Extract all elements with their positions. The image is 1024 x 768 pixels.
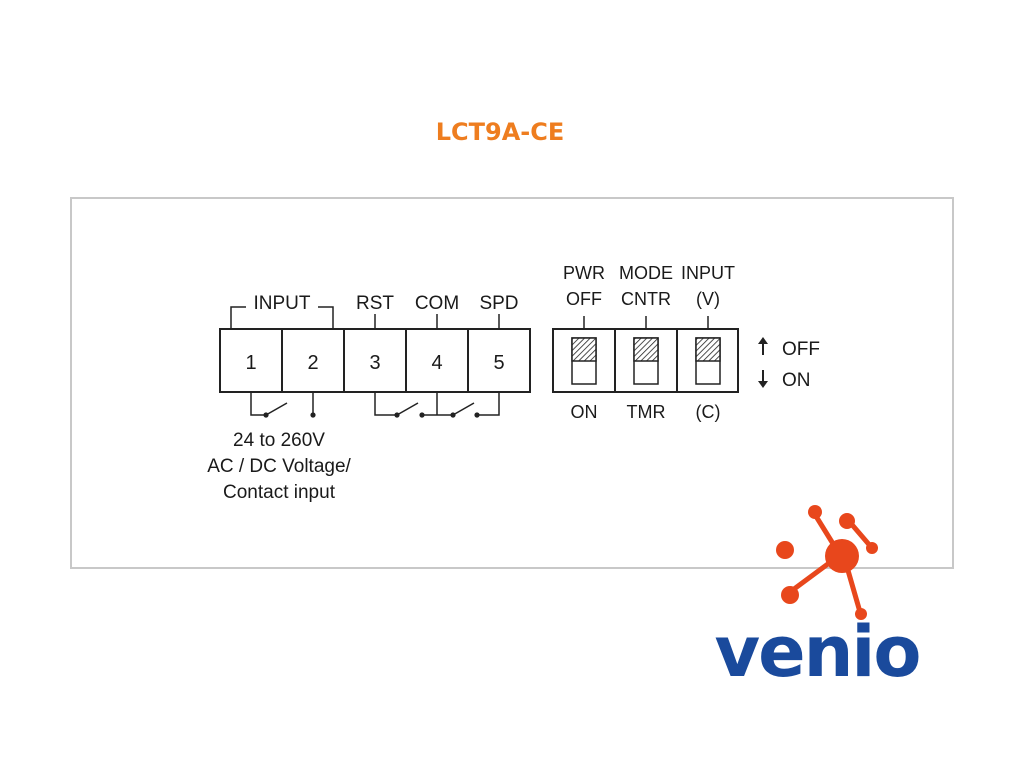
dip-3-top-label: INPUT — [681, 263, 735, 283]
dip-2-top-sub-label: CNTR — [621, 289, 671, 309]
arrow-up-icon — [758, 337, 768, 355]
dip-1-bottom-label: ON — [571, 402, 598, 422]
legend-off-label: OFF — [782, 339, 820, 360]
dip-1-top-sub-label: OFF — [566, 289, 602, 309]
terminal-number-4: 4 — [431, 352, 442, 374]
terminal-block: 1 2 3 4 5 INPUT RST COM SPD — [207, 293, 531, 503]
dip-switch-pwr — [571, 316, 597, 385]
arrow-down-icon — [758, 370, 768, 388]
spd-label: SPD — [479, 293, 518, 314]
terminal-number-1: 1 — [245, 352, 256, 374]
reset-speed-switches — [374, 392, 500, 418]
rst-label: RST — [356, 293, 394, 314]
input-contact-switch — [250, 392, 316, 418]
terminal-number-2: 2 — [307, 352, 318, 374]
terminal-number-3: 3 — [369, 352, 380, 374]
diagram-frame — [70, 197, 954, 569]
dip-3-bottom-label: (C) — [696, 402, 721, 422]
dip-3-top-sub-label: (V) — [696, 289, 720, 309]
com-label: COM — [415, 293, 459, 314]
venio-wordmark: venio — [714, 611, 919, 693]
input-note-line-2: AC / DC Voltage/ — [207, 456, 351, 477]
venio-molecule-icon — [776, 505, 878, 620]
dip-switch-mode — [633, 316, 659, 385]
venio-logo: venio — [714, 505, 922, 693]
dip-2-bottom-label: TMR — [627, 402, 666, 422]
diagram-title: LCT9A-CE — [435, 118, 565, 146]
dip-2-top-label: MODE — [619, 263, 673, 283]
terminal-number-5: 5 — [493, 352, 504, 374]
input-group-label: INPUT — [254, 293, 311, 314]
input-note-line-3: Contact input — [223, 482, 336, 503]
dip-switch-block: PWR OFF MODE CNTR INPUT (V) ON TMR (C) O… — [552, 263, 820, 422]
dip-switch-input — [695, 316, 721, 385]
dip-1-top-label: PWR — [563, 263, 605, 283]
legend-on-label: ON — [782, 370, 811, 391]
input-note-line-1: 24 to 260V — [233, 430, 325, 451]
